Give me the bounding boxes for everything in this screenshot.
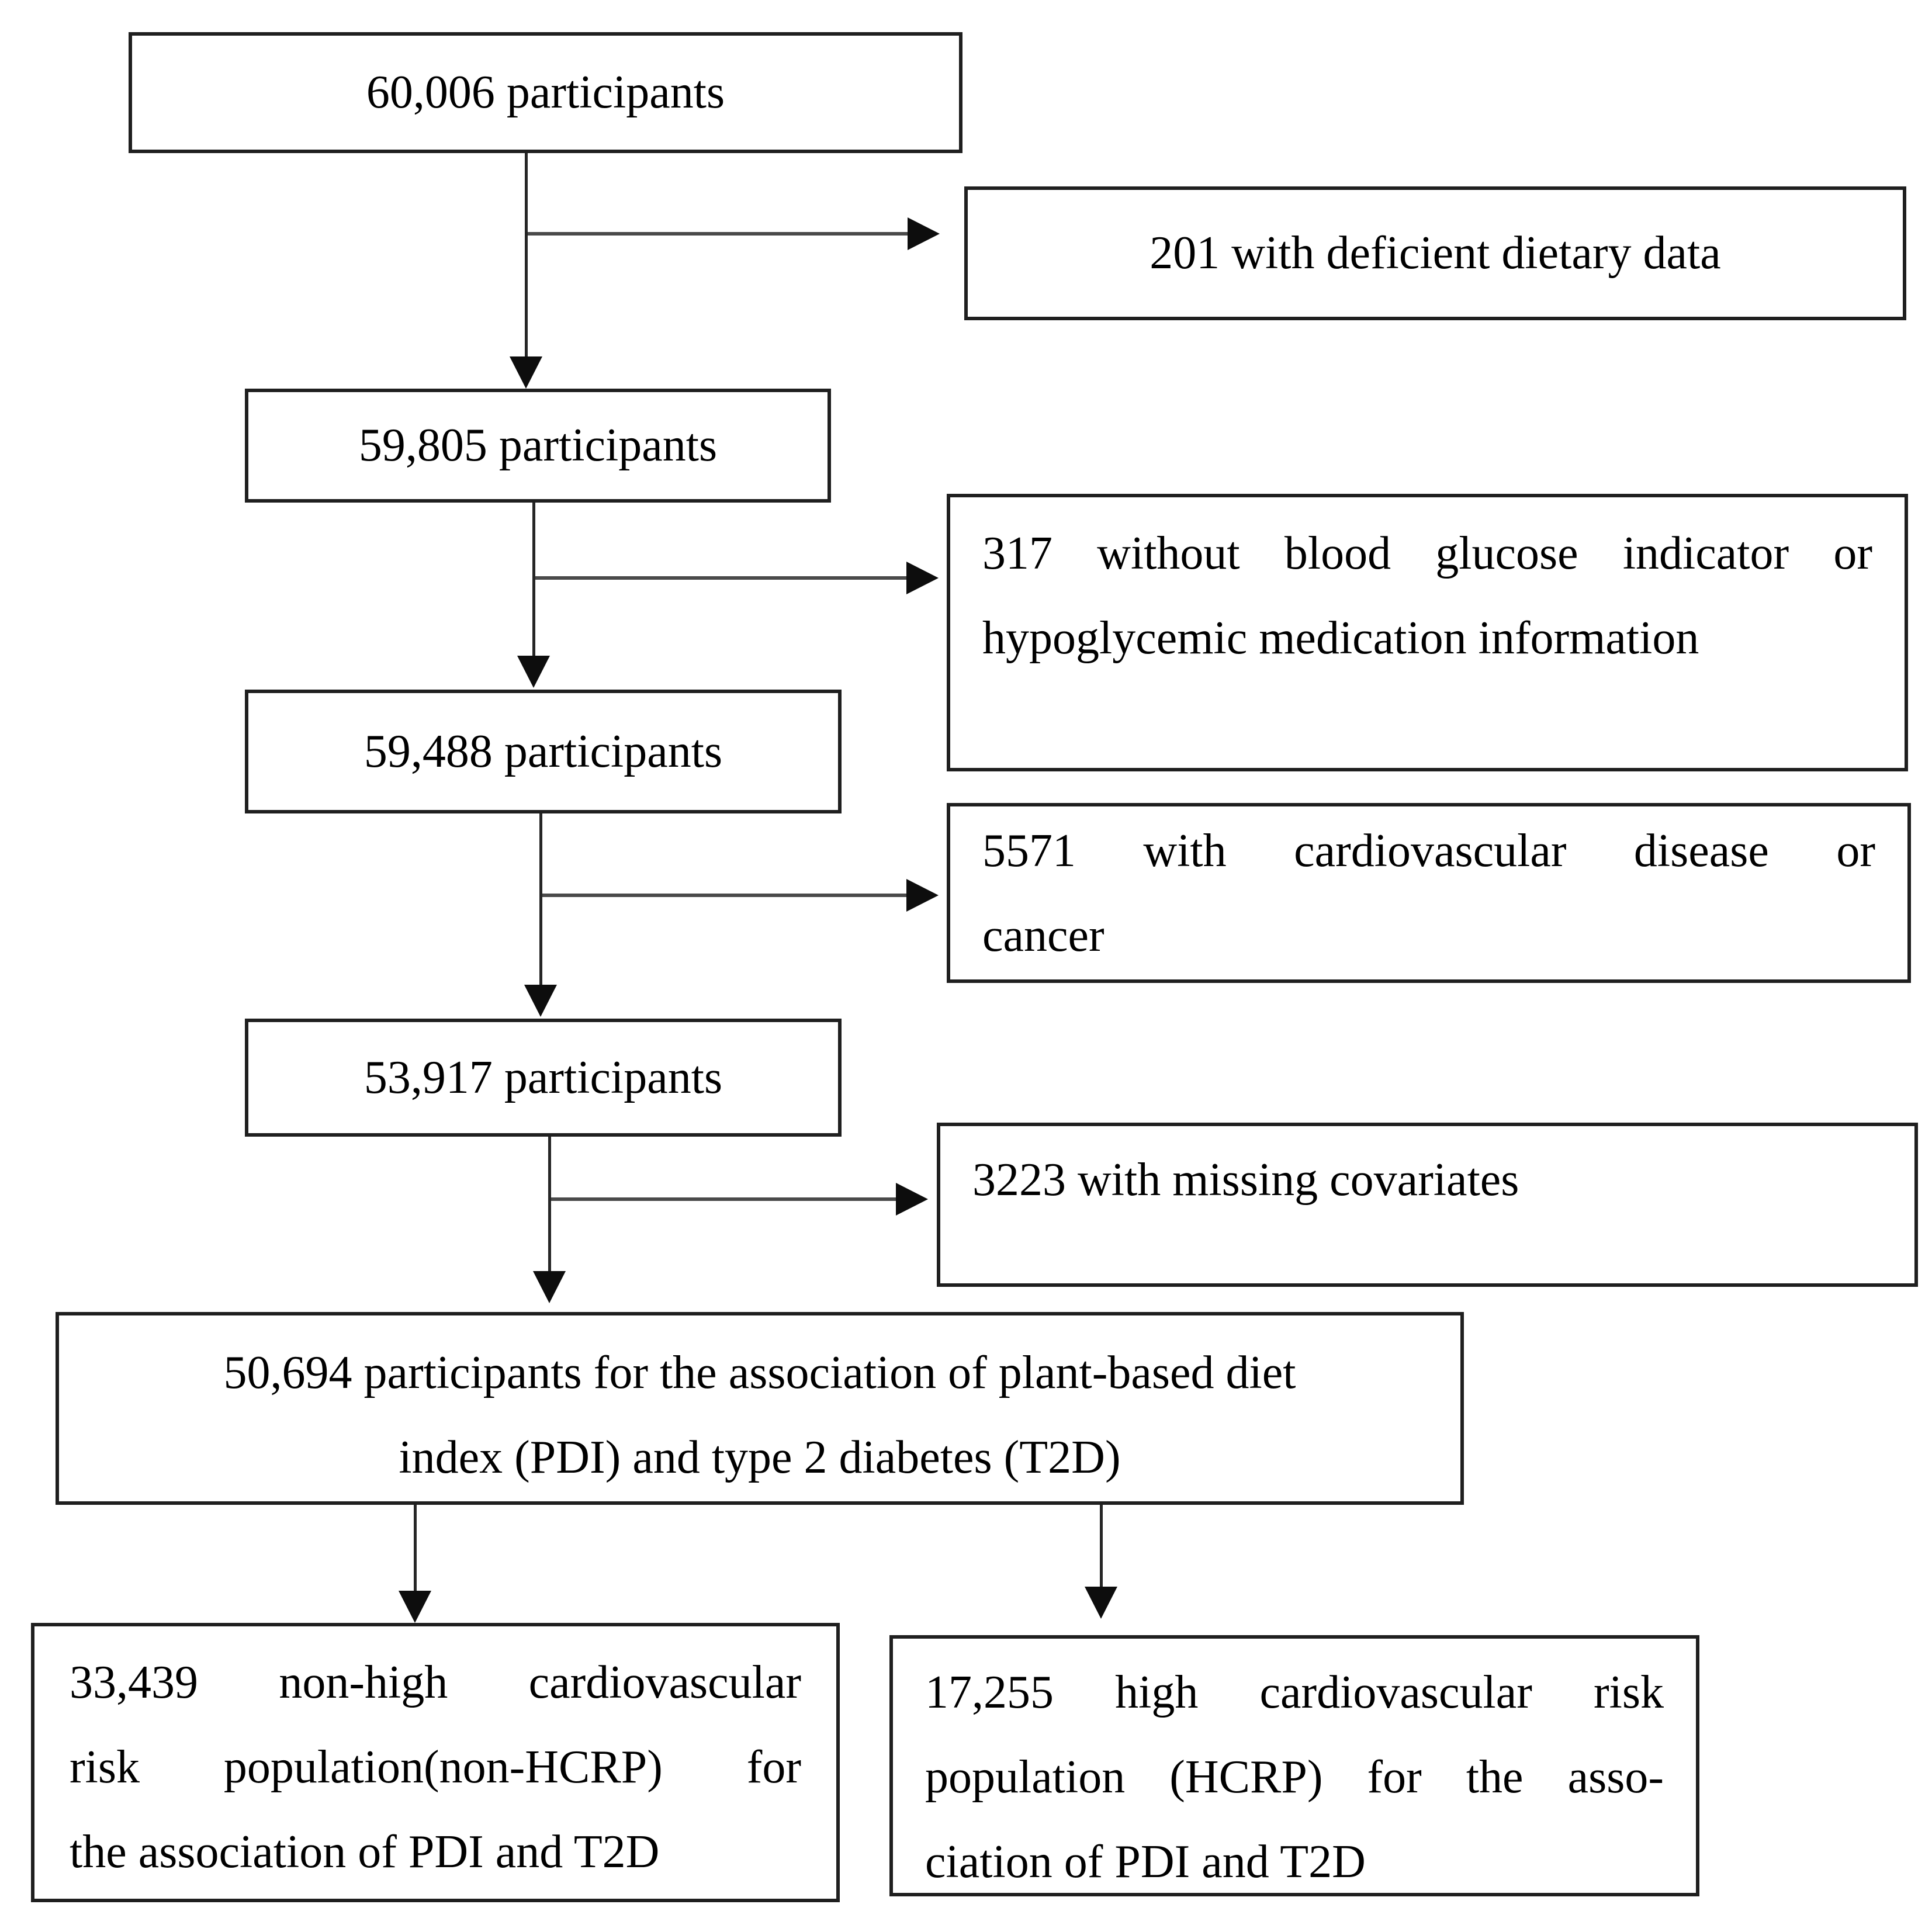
box-participants-59488: 59,488 participants: [245, 690, 842, 813]
split-right-arrowhead-down-icon: [1085, 1587, 1117, 1619]
box-non-hcrp-33439-line3: the association of PDI and T2D: [70, 1826, 660, 1878]
branch-3-horizontal-line: [542, 894, 906, 897]
branch-1-arrowhead-right-icon: [908, 217, 940, 250]
box-excluded-missing-covariates-text: 3223 with missing covariates: [972, 1154, 1519, 1206]
box-excluded-no-blood-glucose-info-line2: hypoglycemic medication information: [982, 612, 1699, 664]
box-excluded-cvd-or-cancer: 5571 with cardiovascular disease or canc…: [947, 803, 1911, 983]
split-left-vertical-line: [414, 1505, 417, 1591]
box-excluded-no-blood-glucose-info-line1: 317 without blood glucose indicator or: [982, 528, 1872, 579]
box-excluded-deficient-dietary-data-text: 201 with deficient dietary data: [1149, 227, 1721, 279]
connector-1-arrowhead-down-icon: [510, 356, 542, 389]
box-excluded-deficient-dietary-data: 201 with deficient dietary data: [964, 186, 1906, 320]
box-hcrp-17255: 17,255 high cardiovascular risk populati…: [889, 1635, 1699, 1896]
branch-2-horizontal-line: [535, 576, 906, 580]
box-participants-59805-text: 59,805 participants: [358, 420, 718, 471]
split-right-vertical-line: [1100, 1505, 1103, 1587]
branch-1-horizontal-line: [528, 232, 908, 236]
branch-4-horizontal-line: [551, 1197, 896, 1201]
split-left-arrowhead-down-icon: [399, 1591, 431, 1623]
box-participants-53917: 53,917 participants: [245, 1019, 842, 1137]
connector-3-vertical-line: [539, 813, 542, 985]
connector-4-vertical-line: [548, 1137, 551, 1271]
box-participants-59488-text: 59,488 participants: [363, 725, 723, 777]
connector-2-vertical-line: [532, 503, 535, 656]
box-participants-53917-text: 53,917 participants: [363, 1051, 723, 1103]
branch-3-arrowhead-right-icon: [906, 879, 939, 912]
box-excluded-cvd-or-cancer-line1: 5571 with cardiovascular disease or: [982, 825, 1875, 877]
box-participants-50694-line2: index (PDI) and type 2 diabetes (T2D): [399, 1432, 1121, 1483]
connector-3-arrowhead-down-icon: [524, 985, 557, 1017]
box-non-hcrp-33439: 33,439 non-high cardiovascular risk popu…: [31, 1623, 840, 1902]
connector-2-arrowhead-down-icon: [517, 656, 550, 688]
box-participants-59805: 59,805 participants: [245, 389, 831, 503]
box-excluded-no-blood-glucose-info: 317 without blood glucose indicator or h…: [947, 494, 1908, 771]
box-hcrp-17255-line3: ciation of PDI and T2D: [925, 1836, 1366, 1888]
box-excluded-cvd-or-cancer-line2: cancer: [982, 910, 1105, 961]
box-non-hcrp-33439-line1: 33,439 non-high cardiovascular: [70, 1657, 801, 1708]
box-non-hcrp-33439-line2: risk population(non-HCRP) for: [70, 1741, 801, 1793]
box-participants-50694-pdi-t2d: 50,694 participants for the association …: [56, 1312, 1464, 1505]
box-excluded-missing-covariates: 3223 with missing covariates: [937, 1123, 1918, 1287]
branch-4-arrowhead-right-icon: [896, 1183, 928, 1216]
branch-2-arrowhead-right-icon: [906, 562, 939, 594]
box-hcrp-17255-line1: 17,255 high cardiovascular risk: [925, 1667, 1664, 1718]
connector-4-arrowhead-down-icon: [533, 1271, 566, 1303]
box-participants-60006-text: 60,006 participants: [366, 67, 725, 118]
box-participants-50694-line1: 50,694 participants for the association …: [223, 1347, 1296, 1398]
box-participants-60006: 60,006 participants: [129, 32, 962, 153]
box-hcrp-17255-line2: population (HCRP) for the asso-: [925, 1751, 1664, 1803]
connector-1-vertical-line: [525, 153, 528, 359]
